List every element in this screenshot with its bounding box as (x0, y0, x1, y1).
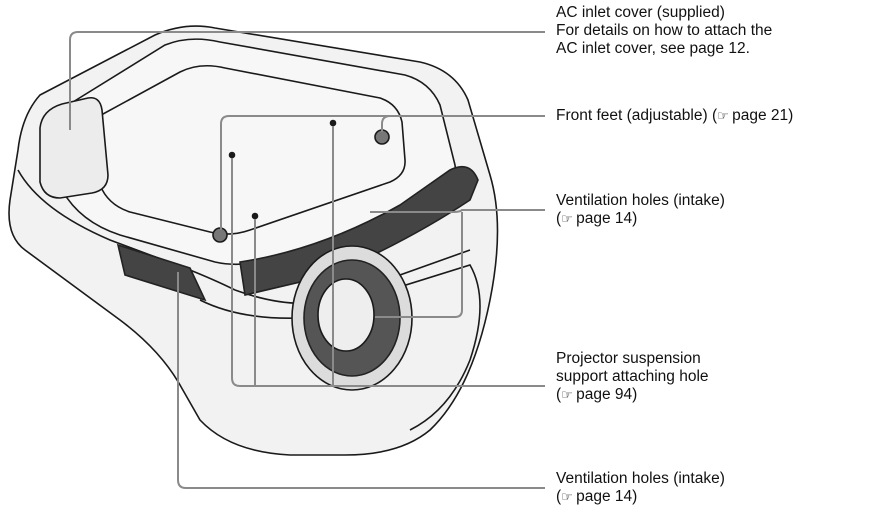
callout-vent-top-line-2: (☞ page 14) (556, 210, 725, 228)
callout-susp-line-1: Projector suspension (556, 350, 701, 367)
leader-front-foot-right (381, 115, 391, 132)
callout-suspension-hole: Projector suspension support attaching h… (556, 350, 709, 404)
pointing-hand-icon: ☞ (561, 489, 573, 504)
callout-front-feet-line: Front feet (adjustable) (☞ page 21) (556, 107, 793, 125)
callout-ac-inlet-line-2: For details on how to attach the (556, 22, 773, 39)
callout-vent-bottom-line-1: Ventilation holes (intake) (556, 470, 725, 487)
callout-vent-top-text-b: page 14) (576, 210, 638, 227)
callout-vent-top-line-1: Ventilation holes (intake) (556, 192, 725, 209)
leader-vent-top (370, 209, 545, 213)
callout-vent-bottom-line-2: (☞ page 14) (556, 488, 725, 506)
callout-vent-intake-bottom: Ventilation holes (intake) (☞ page 14) (556, 470, 725, 506)
projector-illustration (8, 25, 499, 456)
front-foot-right (374, 129, 390, 145)
leader-ac-inlet (69, 31, 545, 130)
callout-susp-text-b: page 94) (576, 386, 638, 403)
callout-susp-text-a: ( (556, 386, 562, 403)
callout-ac-inlet-cover: AC inlet cover (supplied) For details on… (556, 4, 772, 58)
callout-vent-top-text-a: ( (556, 210, 562, 227)
callout-ac-inlet-line-1: AC inlet cover (supplied) (556, 4, 725, 21)
lens-glass (317, 278, 375, 352)
ac-inlet-cover-shape (39, 96, 109, 199)
side-slope (17, 169, 236, 291)
callout-vent-intake-top: Ventilation holes (intake) (☞ page 14) (556, 192, 725, 228)
leader-vent-bottom (177, 272, 545, 489)
front-foot-left (212, 227, 228, 243)
suspension-hole-2 (251, 212, 259, 220)
side-vent (116, 243, 207, 302)
callout-susp-line-2: support attaching hole (556, 368, 709, 385)
leader-front-foot-left (220, 115, 545, 230)
pointing-hand-icon: ☞ (717, 108, 729, 123)
leader-lines (69, 31, 545, 489)
leader-vent-lens (375, 212, 463, 318)
pointing-hand-icon: ☞ (561, 211, 573, 226)
callout-susp-line-3: (☞ page 94) (556, 386, 709, 404)
suspension-hole-3 (329, 119, 337, 127)
callout-front-feet-text-a: Front feet (adjustable) ( (556, 107, 718, 124)
suspension-hole-1 (228, 151, 236, 159)
leader-susp-1 (231, 158, 545, 387)
callout-front-feet-text-b: page 21) (732, 107, 794, 124)
callout-vent-bottom-text-a: ( (556, 488, 562, 505)
callout-vent-bottom-text-b: page 14) (576, 488, 638, 505)
callout-front-feet: Front feet (adjustable) (☞ page 21) (556, 107, 793, 125)
callout-ac-inlet-line-3: AC inlet cover, see page 12. (556, 40, 750, 57)
front-vent-band (239, 165, 479, 296)
pointing-hand-icon: ☞ (561, 387, 573, 402)
lower-front (199, 264, 481, 431)
